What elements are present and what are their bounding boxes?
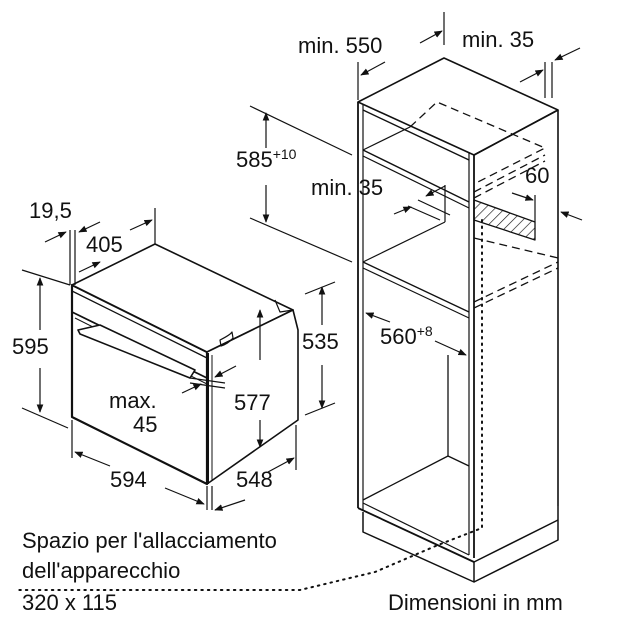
connection-dotted-line [14,219,483,591]
cabinet-drawing [14,57,559,591]
dim-door-clearance-label: max. [109,388,157,413]
dim-rear-gap-top: min. 35 [462,27,535,52]
oven-drawing [70,243,299,486]
units-label: Dimensioni in mm [388,590,563,615]
connection-note-line2: dell'apparecchio [22,558,181,583]
vent-slot [473,199,536,241]
dim-niche-width: 560+8 [380,323,433,349]
dim-door-clearance-value: 45 [133,412,158,437]
niche-height-value: 585 [236,147,273,172]
dim-depth: 548 [236,467,273,492]
dim-cabinet-depth-min: min. 550 [298,33,383,58]
dim-width: 594 [110,467,147,492]
cabinet-dimension-lines [249,12,583,356]
dim-top-depth: 405 [86,232,123,257]
dim-panel-offset: 19,5 [29,198,72,223]
connection-note-line1: Spazio per l'allacciamento [22,528,277,553]
dim-height-inner: 577 [234,390,271,415]
niche-width-tolerance: +8 [416,323,433,339]
dim-height-total: 595 [12,334,49,359]
connection-note-size: 320 x 115 [22,590,118,615]
niche-height-tolerance: +10 [272,146,297,162]
oven-dimension-lines [21,208,336,511]
niche-width-value: 560 [380,324,417,349]
dim-vent-slot: 60 [525,163,550,188]
dim-rear-gap-mid: min. 35 [311,175,384,200]
dim-niche-height: 585+10 [236,146,297,172]
dim-height-body: 535 [302,329,339,354]
